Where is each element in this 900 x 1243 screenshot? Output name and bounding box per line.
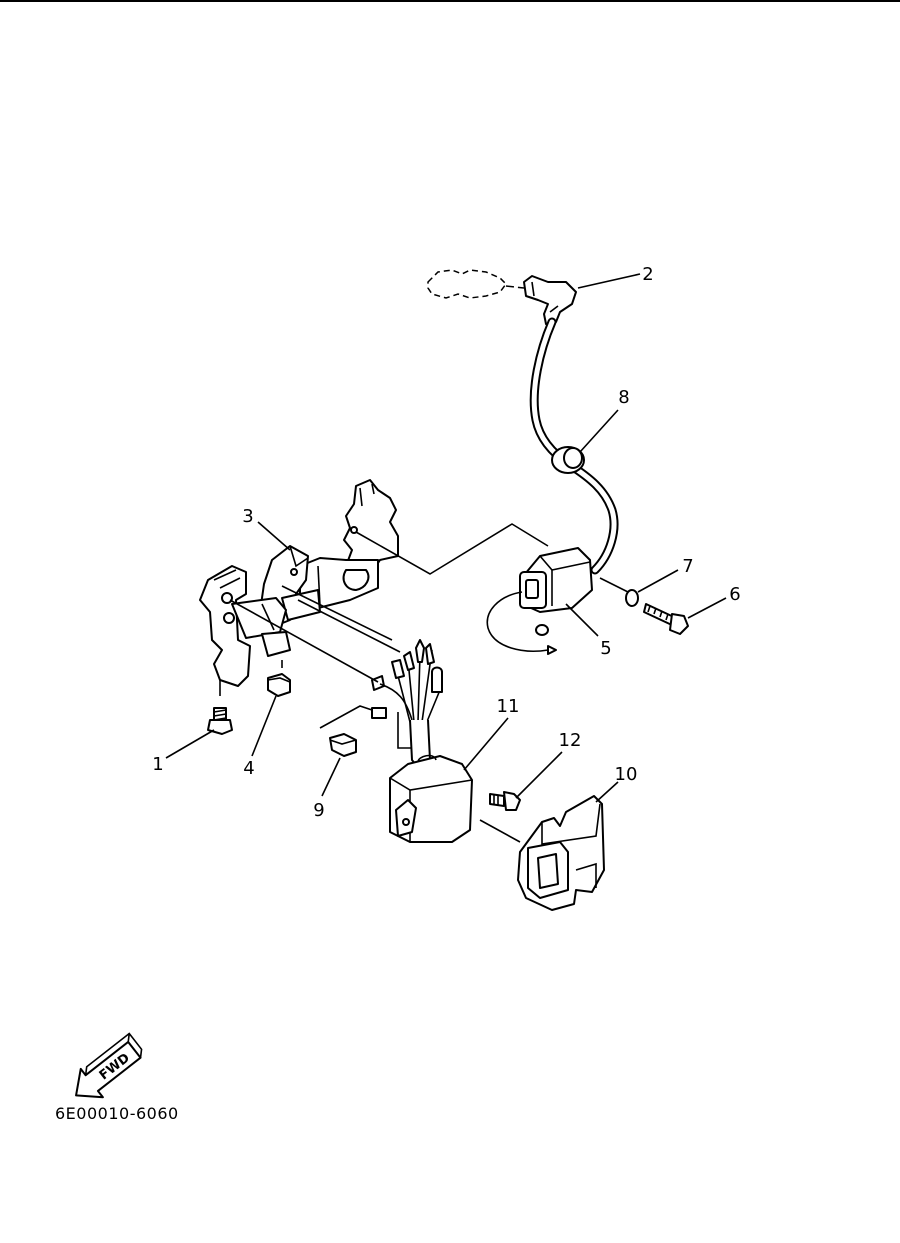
clip-4 [267,660,291,697]
high-tension-lead [529,317,619,575]
callout-leaders [165,273,727,803]
callout-1: 1 [152,754,163,775]
cdi-unit [389,754,473,843]
wire-harness [371,639,443,771]
callout-numbers: 1 2 3 4 5 6 7 8 9 10 11 12 [152,264,740,821]
callout-4: 4 [243,758,254,779]
ignition-coil [486,547,593,655]
bolt-6 [643,603,689,635]
bolt-12 [489,791,521,811]
spark-plug [427,269,525,299]
cdi-cover [517,795,605,911]
callout-5: 5 [600,638,611,659]
callout-2: 2 [642,264,653,285]
callout-8: 8 [618,387,629,408]
drawing-reference-code: 6E00010-6060 [55,1104,179,1123]
bolt-9 [329,733,357,757]
engine-bracket [299,479,399,609]
callout-12: 12 [559,730,582,751]
bolt-1 [207,680,233,735]
callout-3: 3 [242,506,253,527]
mounting-plate [199,565,291,687]
callout-10: 10 [615,764,638,785]
callout-7: 7 [682,556,693,577]
callout-11: 11 [497,696,520,717]
callout-9: 9 [313,800,324,821]
grommet [551,446,585,474]
assembly-lines [229,523,629,843]
callout-6: 6 [729,584,740,605]
spark-plug-cap [523,275,577,325]
page-top-border [0,0,900,2]
forward-direction-arrow: FWD [75,1032,143,1099]
washer [625,589,639,607]
